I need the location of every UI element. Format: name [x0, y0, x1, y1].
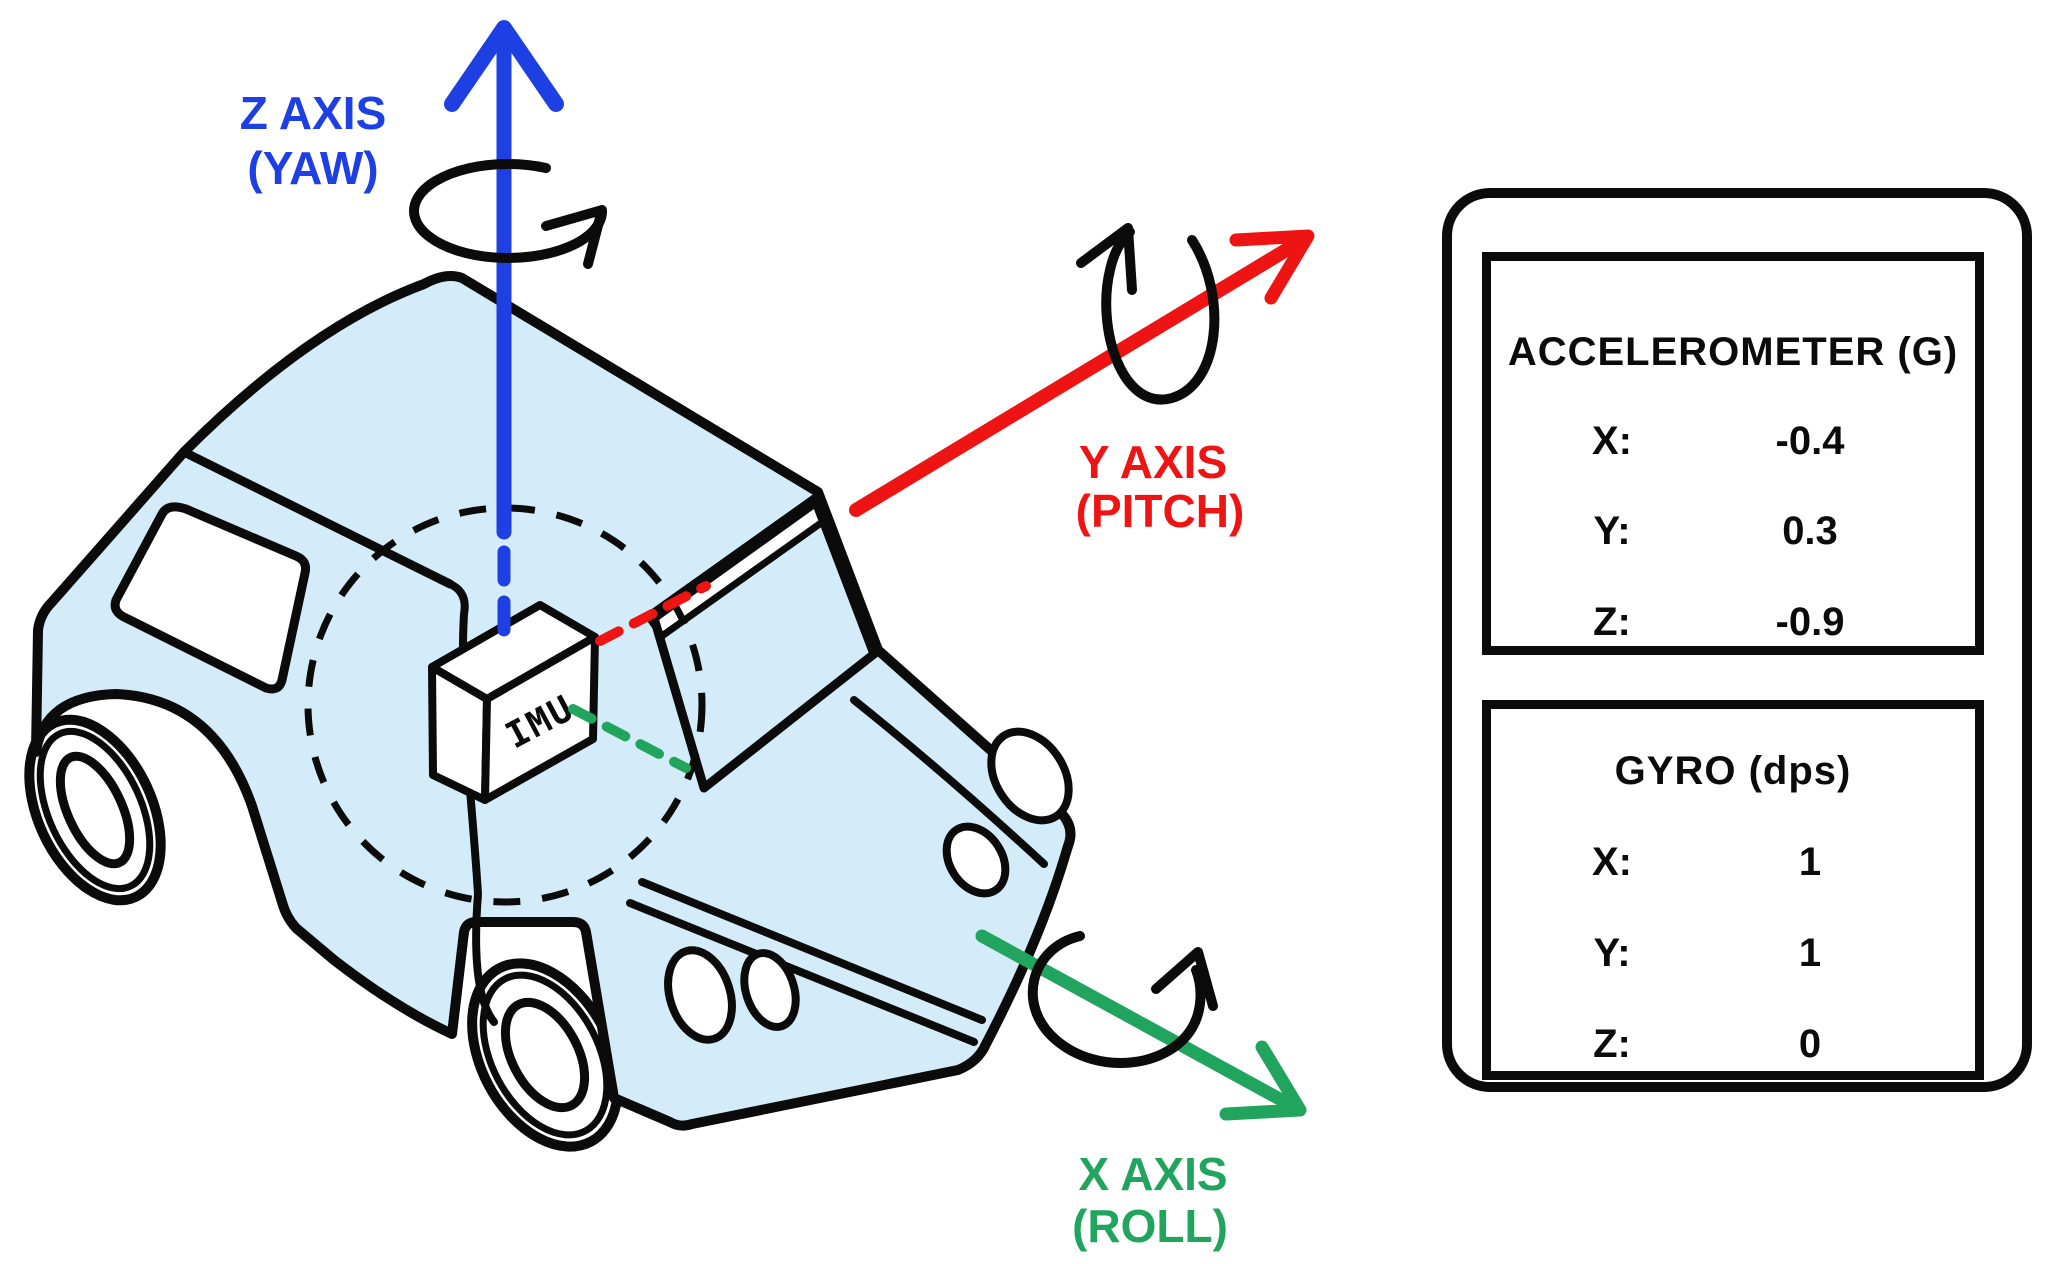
y-axis-arrowhead-icon: [1229, 229, 1315, 305]
accelerometer-y-value: 0.3: [1782, 509, 1838, 553]
hood-crease: [850, 696, 1048, 868]
gyro-y-value: 1: [1798, 931, 1822, 975]
accelerometer-row-x: X: -0.4: [1491, 419, 1975, 465]
z-axis-arrowhead-icon: [444, 20, 564, 112]
accelerometer-row-y: Y: 0.3: [1491, 509, 1975, 555]
pitch-rotation-arrow: [1076, 223, 1220, 405]
rear-wheel: [24, 714, 166, 906]
x-axis-arrow: [568, 704, 1307, 1121]
accelerometer-box: ACCELEROMETER (G) X: -0.4 Y: 0.3 Z: -0.9: [1482, 252, 1984, 655]
x-axis-line: [975, 929, 1303, 1115]
x-axis-motion-label: (ROLL): [1072, 1200, 1228, 1252]
gyro-row-z: Z: 0: [1491, 1022, 1975, 1068]
imu-dashed-circle: [304, 504, 706, 906]
roll-rotation-arrow: [1027, 931, 1218, 1068]
pitch-arrowhead-icon: [1076, 223, 1137, 295]
x-axis-arrowhead-icon: [1219, 1040, 1307, 1121]
x-axis-dashed-line: [568, 704, 691, 773]
gyro-z-label: Z:: [1593, 1022, 1631, 1066]
imu-cube: [428, 601, 599, 804]
sensor-readout-panel: ACCELEROMETER (G) X: -0.4 Y: 0.3 Z: -0.9…: [1442, 188, 2032, 1092]
gyro-title: GYRO (dps): [1614, 749, 1852, 793]
gyro-x-value: 1: [1798, 840, 1822, 884]
accelerometer-x-value: -0.4: [1775, 419, 1845, 463]
accelerometer-row-z: Z: -0.9: [1491, 600, 1975, 646]
headlights: [664, 727, 1073, 1044]
accelerometer-title: ACCELEROMETER (G): [1507, 330, 1959, 374]
rear-window: [110, 502, 311, 694]
y-axis-motion-label: (PITCH): [1076, 485, 1245, 537]
x-axis-label: X AXIS: [1078, 1148, 1227, 1200]
gyro-row-y: Y: 1: [1491, 931, 1975, 977]
fog-light-right: [740, 949, 800, 1031]
y-axis-dashed-line: [595, 581, 711, 646]
roofline: [179, 447, 455, 589]
bumper-line-lower: [626, 899, 978, 1046]
y-axis-line: [849, 231, 1313, 517]
imu-cube-front-face: [481, 633, 599, 804]
z-axis-motion-label: (YAW): [247, 142, 378, 194]
windshield: [649, 497, 879, 793]
yaw-rotation-arrow: [409, 158, 607, 269]
accelerometer-x-label: X:: [1592, 419, 1632, 463]
headlight-small: [942, 822, 1010, 898]
fog-light-left: [664, 946, 736, 1044]
gyro-row-x: X: 1: [1491, 840, 1975, 886]
accelerometer-z-label: Z:: [1593, 600, 1631, 644]
y-axis-arrow: [595, 229, 1315, 646]
front-wheel: [467, 958, 623, 1152]
y-axis-label: Y AXIS: [1079, 436, 1227, 488]
headlight-large: [987, 727, 1073, 825]
yaw-arrowhead-icon: [541, 205, 607, 269]
roll-arrowhead-icon: [1151, 947, 1218, 1011]
accelerometer-z-value: -0.9: [1775, 600, 1845, 644]
gyro-x-label: X:: [1592, 840, 1632, 884]
z-axis-arrow: [444, 20, 564, 657]
gyro-y-label: Y:: [1593, 931, 1631, 975]
gyro-box: GYRO (dps) X: 1 Y: 1 Z: 0: [1482, 700, 1984, 1080]
accelerometer-y-label: Y:: [1593, 509, 1631, 553]
bumper-line-upper: [638, 878, 986, 1024]
gyro-z-value: 0: [1798, 1022, 1822, 1066]
z-axis-label: Z AXIS: [240, 87, 387, 139]
